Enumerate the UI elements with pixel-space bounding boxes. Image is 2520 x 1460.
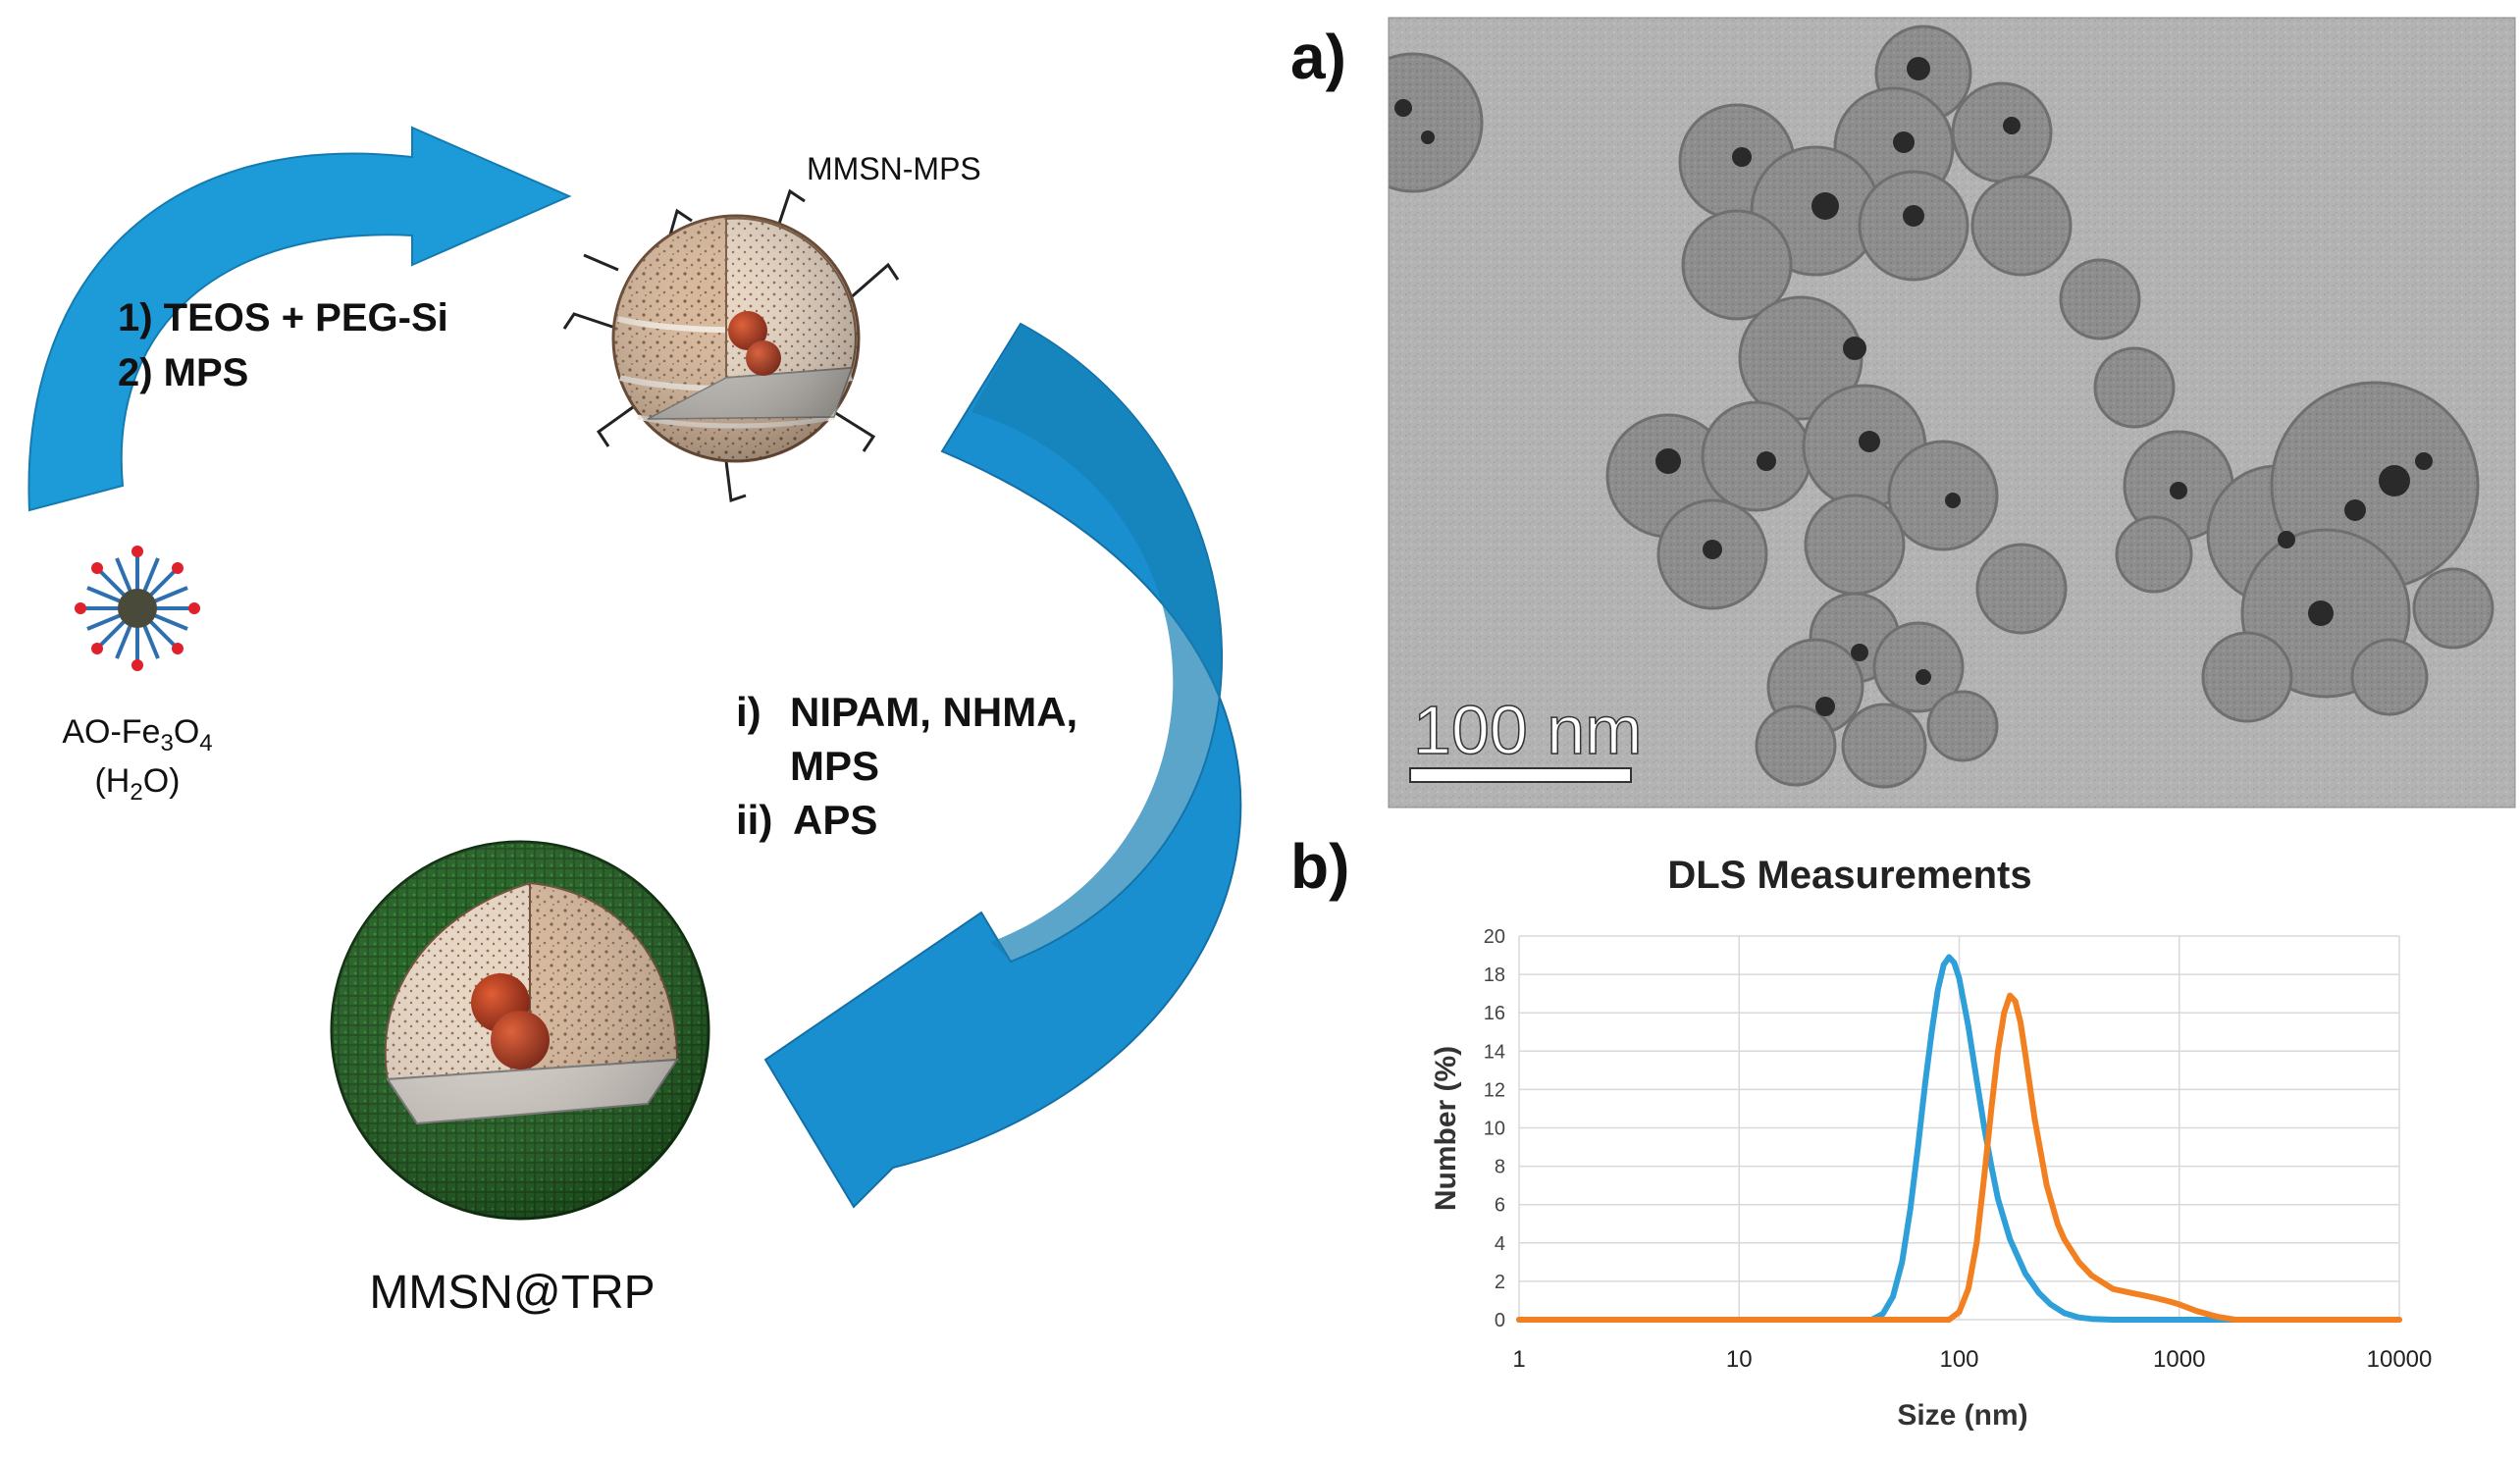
mmsn-mps-particle: [562, 188, 900, 503]
chart-series: [1516, 954, 2402, 1323]
step2-line3-text: APS: [793, 797, 877, 843]
mmsn-mps-label: MMSN-MPS: [807, 151, 981, 186]
y-tick-label: 18: [1484, 965, 1505, 986]
chart-ticks: 0 2 4 6 8 10 12 14 16 18 20 1 10 100 1000 10000: [1484, 926, 2433, 1373]
y-tick-label: 4: [1495, 1233, 1505, 1255]
tem-image: [1389, 18, 2515, 808]
scale-bar-text: 100 nm: [1413, 692, 1642, 768]
mmsn-trp-particle: [330, 840, 710, 1221]
panel-a-label: a): [1290, 22, 1346, 92]
chart-title: DLS Measurements: [1667, 854, 2031, 897]
y-tick-label: 2: [1495, 1272, 1505, 1293]
ao-fe3o4-label: AO-Fe3O4: [62, 713, 212, 756]
y-tick-label: 20: [1484, 926, 1505, 948]
x-tick-label: 100: [1939, 1346, 1978, 1373]
x-tick-label: 1: [1512, 1346, 1525, 1373]
y-tick-label: 16: [1484, 1003, 1505, 1024]
y-tick-label: 12: [1484, 1079, 1505, 1101]
x-tick-label: 1000: [2153, 1346, 2205, 1373]
tem-dark-cores: [1394, 57, 2433, 716]
reaction-scheme: 1) TEOS + PEG-Si 2) MPS i) NIPAM, NHMA, …: [27, 126, 1242, 1319]
panel-a: a): [1290, 17, 2516, 808]
step2-line2-text: MPS: [790, 743, 879, 789]
y-tick-label: 0: [1495, 1310, 1505, 1331]
step2-line3-num: ii): [736, 797, 772, 843]
y-tick-label: 8: [1495, 1157, 1505, 1178]
chart-gridlines: [1518, 935, 2400, 1321]
y-tick-label: 10: [1484, 1119, 1505, 1140]
tem-frame: [1388, 17, 2516, 808]
arrow-step2: [763, 322, 1242, 1209]
series-line-2: [1516, 992, 2402, 1323]
x-tick-label: 10000: [2367, 1346, 2433, 1373]
series-line-1: [1516, 954, 2402, 1323]
x-axis-label: Size (nm): [1897, 1399, 2027, 1432]
step1-line2: 2) MPS: [118, 351, 248, 394]
panel-b-label: b): [1290, 831, 1349, 902]
arrow-step1: [27, 126, 572, 512]
y-axis-label: Number (%): [1430, 1046, 1462, 1211]
mmsn-trp-label: MMSN@TRP: [369, 1267, 655, 1319]
scale-bar: [1409, 767, 1632, 783]
ao-fe3o4-particle: [75, 546, 200, 671]
y-tick-label: 6: [1495, 1195, 1505, 1217]
x-tick-label: 10: [1726, 1346, 1753, 1373]
solvent-label: (H2O): [94, 762, 180, 806]
step2-line1-num: i): [736, 689, 761, 735]
y-tick-label: 14: [1484, 1041, 1505, 1063]
step1-line1: 1) TEOS + PEG-Si: [118, 296, 448, 339]
panel-b: b) DLS Measurements 0 2 4 6 8 10 12 14 16 18 20 1 10…: [1290, 831, 2432, 1432]
step2-line1-text: NIPAM, NHMA,: [790, 689, 1077, 735]
